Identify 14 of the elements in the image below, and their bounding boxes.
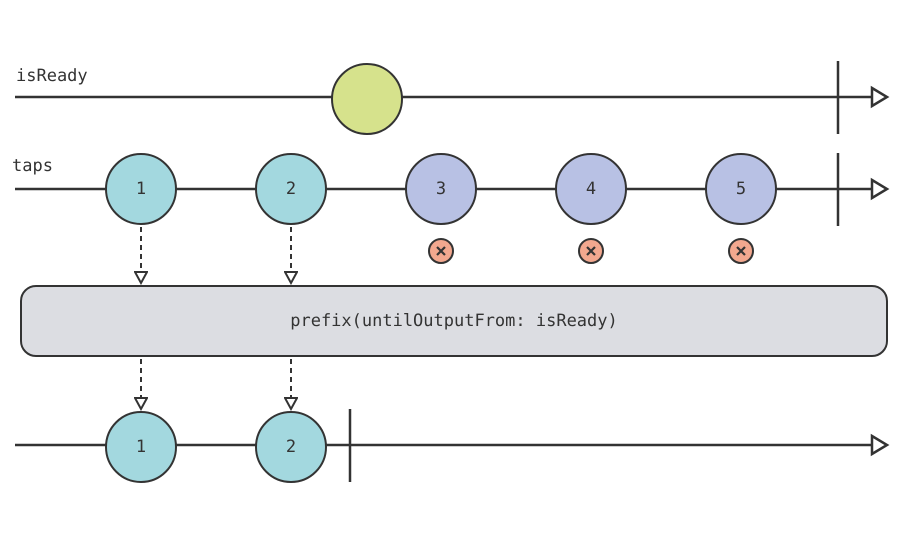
marble: 2 (255, 411, 327, 483)
operator-box: prefix(untilOutputFrom: isReady) (20, 285, 888, 357)
stream-label: isReady (16, 66, 88, 86)
marble: 5 (705, 153, 777, 225)
arrow (284, 359, 298, 410)
marble: 1 (105, 411, 177, 483)
arrow (134, 227, 148, 284)
marble: 2 (255, 153, 327, 225)
arrow (284, 227, 298, 284)
marble: 3 (405, 153, 477, 225)
marble: 1 (105, 153, 177, 225)
arrow (134, 359, 148, 410)
stream-label: taps (12, 156, 53, 176)
marble: 4 (555, 153, 627, 225)
